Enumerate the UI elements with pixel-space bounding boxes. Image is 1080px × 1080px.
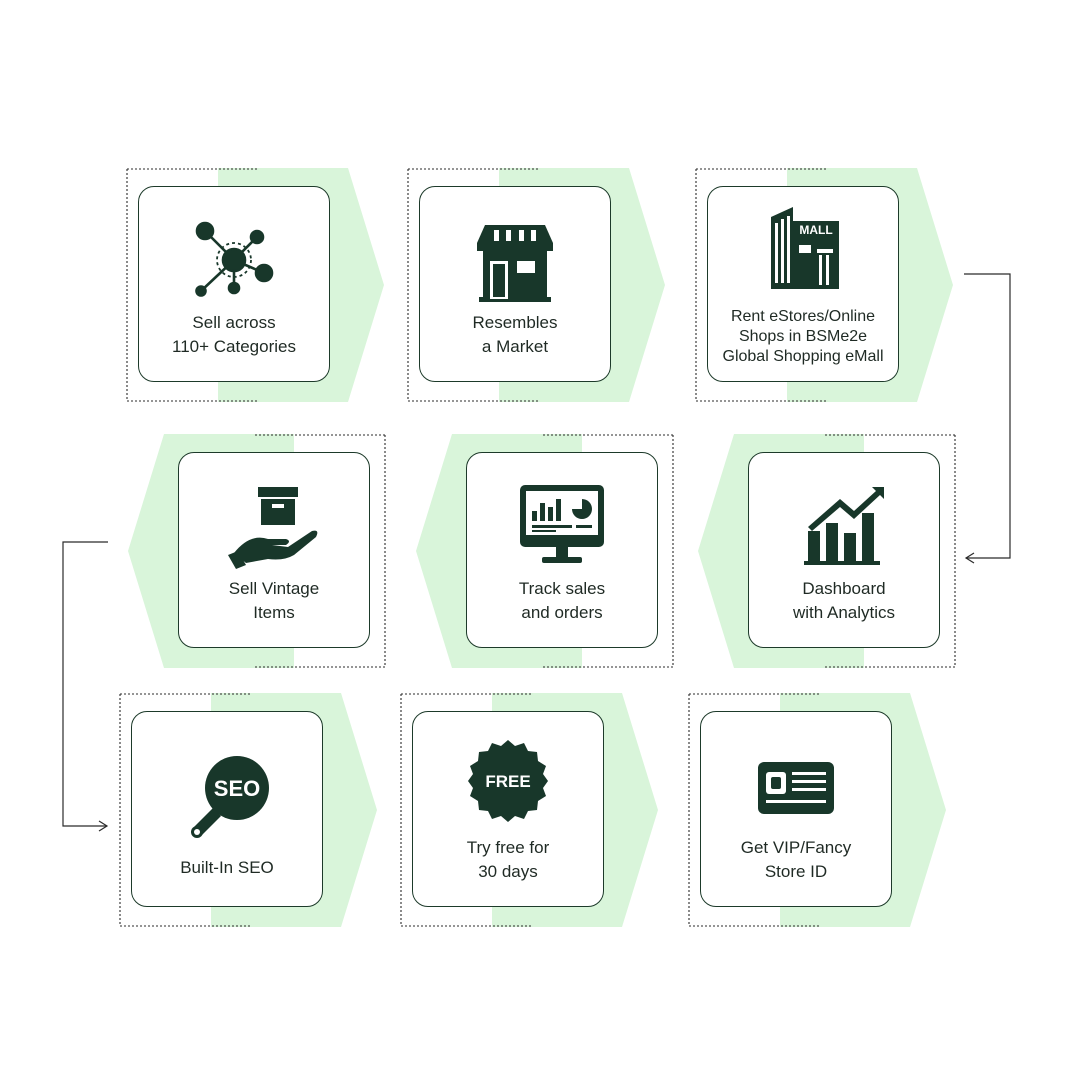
feature-block-categories: Sell across 110+ Categories [126,168,386,402]
feature-card: Resembles a Market [419,186,611,382]
feature-label: Rent eStores/Online Shops in BSMe2e Glob… [722,308,884,365]
feature-block-vip: Get VIP/Fancy Store ID [688,693,948,927]
feature-card: FREE Try free for 30 days [412,711,604,907]
feature-card: Dashboard with Analytics [748,452,940,648]
svg-text:SEO: SEO [214,776,260,801]
feature-label: Sell across 110+ Categories [172,313,296,356]
feature-block-vintage: Sell Vintage Items [126,434,386,668]
feature-block-track: Track sales and orders [414,434,674,668]
feature-card: Get VIP/Fancy Store ID [700,711,892,907]
growth-chart-icon [804,487,884,565]
mall-building-icon: MALL [771,207,839,289]
feature-label: Resembles a Market [472,313,558,356]
feature-label: Dashboard with Analytics [792,579,896,622]
feature-label: Track sales and orders [518,579,606,622]
feature-block-trial: FREE Try free for 30 days [400,693,660,927]
monitor-chart-icon [520,485,604,563]
feature-card: Sell across 110+ Categories [138,186,330,382]
feature-label: Sell Vintage Items [228,579,320,622]
feature-card: Track sales and orders [466,452,658,648]
svg-text:FREE: FREE [485,772,530,791]
feature-block-analytics: Dashboard with Analytics [696,434,956,668]
connector-row1-to-row2 [964,273,1011,564]
svg-text:MALL: MALL [799,223,832,237]
hand-box-icon [228,487,318,569]
id-card-icon [758,762,834,814]
feature-card: SEO Built-In SEO [131,711,323,907]
storefront-icon [477,225,553,302]
feature-label: Get VIP/Fancy Store ID [740,838,852,881]
feature-block-mall: MALL Rent eStores/Online Shops in BSMe2e… [695,168,955,402]
feature-label: Built-In SEO [180,858,274,877]
feature-block-market: Resembles a Market [407,168,667,402]
network-nodes-icon [195,221,274,297]
connector-row2-to-row3 [62,541,109,832]
feature-card: MALL Rent eStores/Online Shops in BSMe2e… [707,186,899,382]
feature-card: Sell Vintage Items [178,452,370,648]
feature-block-seo: SEO Built-In SEO [119,693,379,927]
free-badge-icon: FREE [468,740,548,822]
feature-label: Try free for 30 days [466,838,550,881]
seo-magnifier-icon: SEO [191,756,269,838]
